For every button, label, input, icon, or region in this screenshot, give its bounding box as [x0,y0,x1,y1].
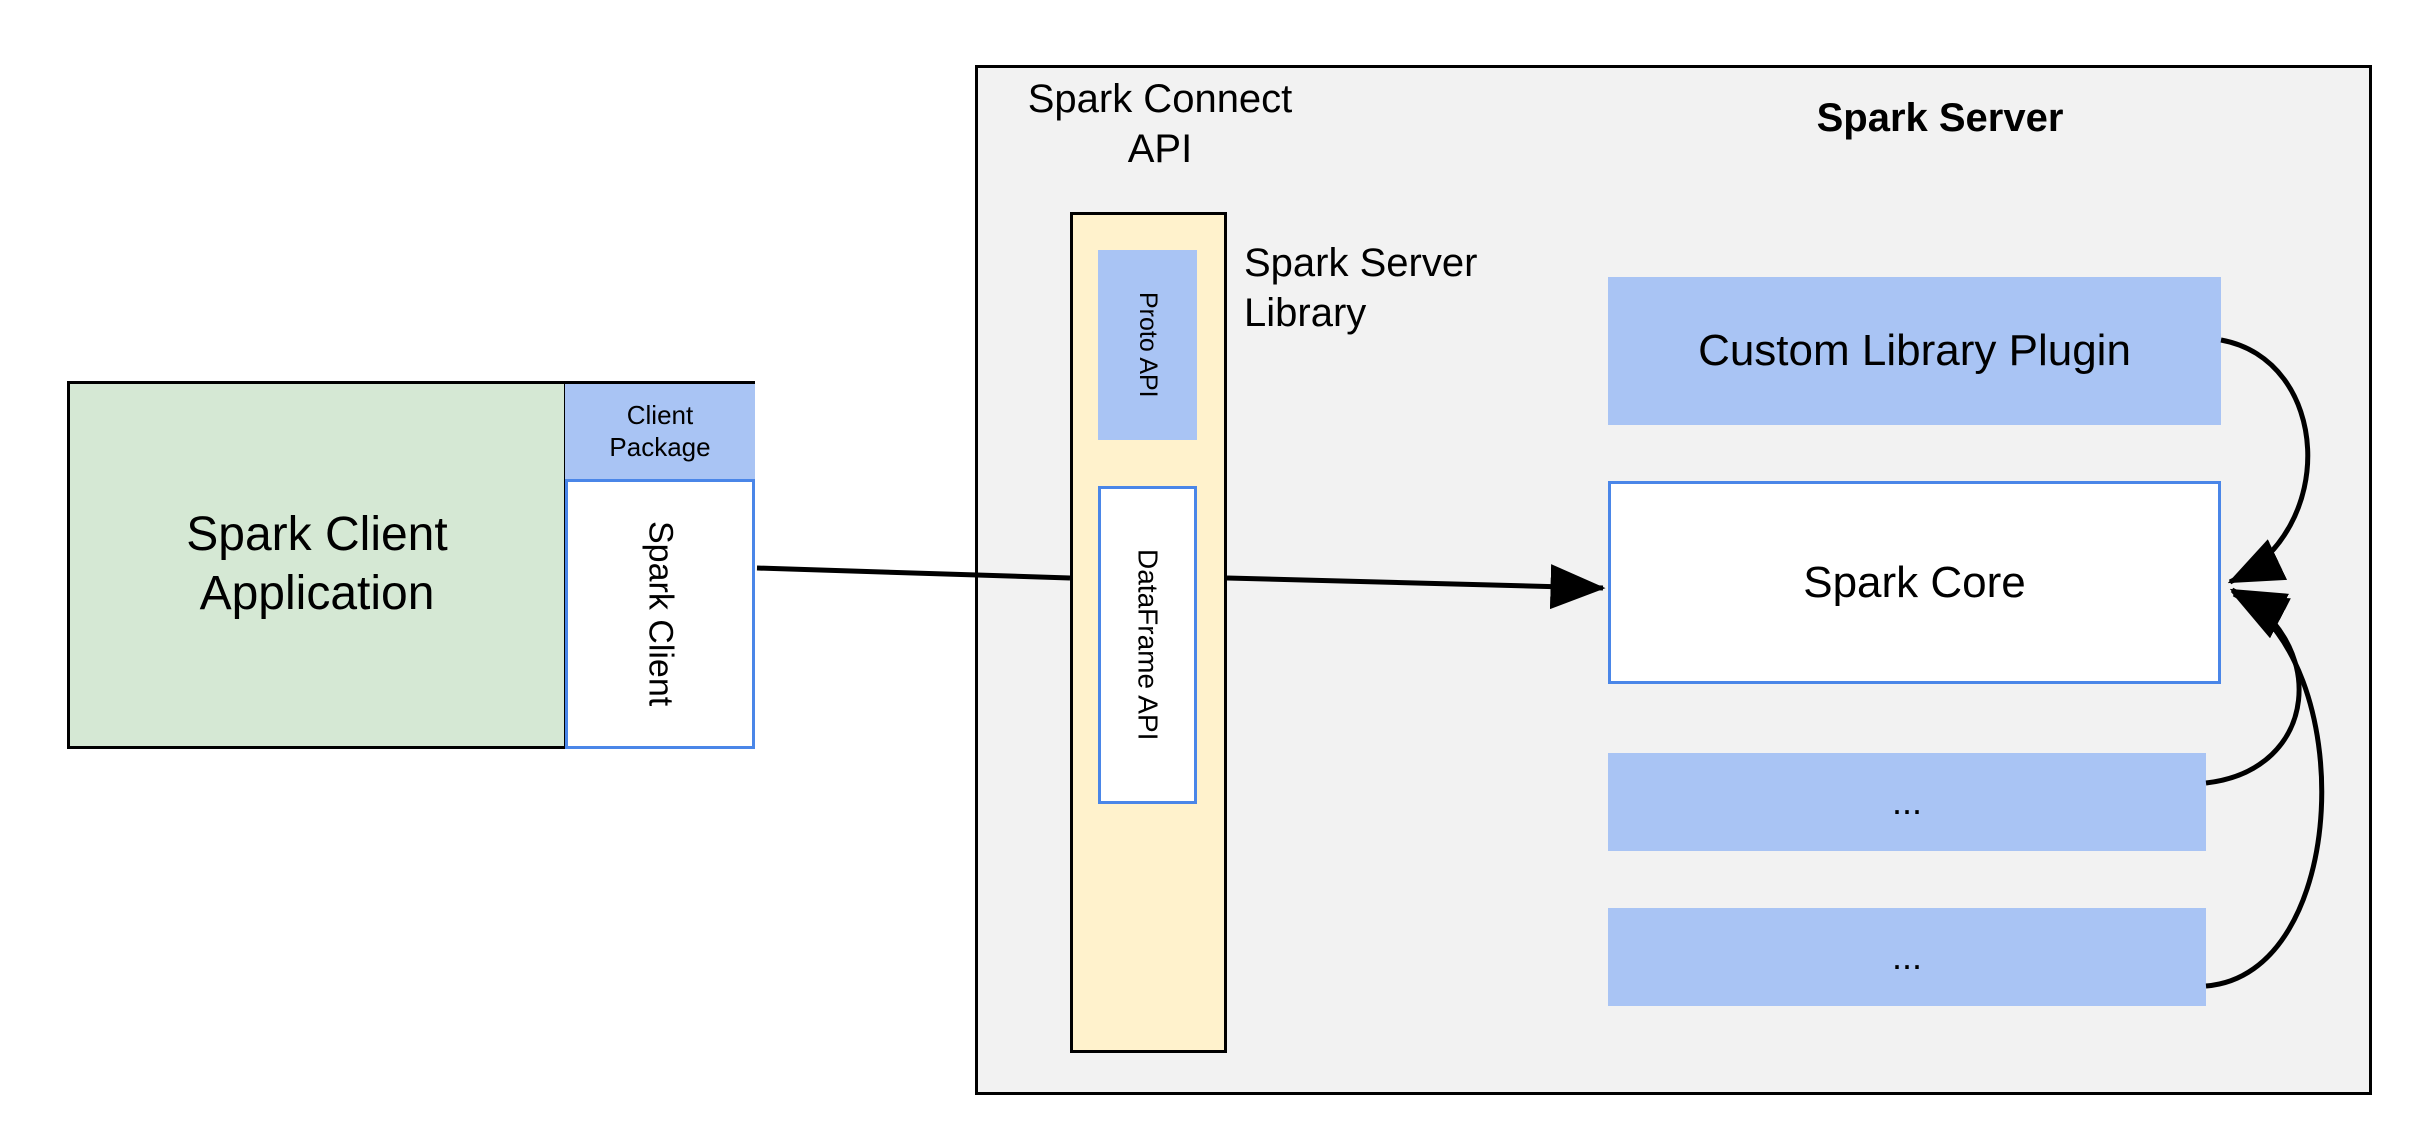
spark-client-label: Spark Client [641,521,680,707]
client-package-line2: Package [609,431,711,462]
spark-server-library-label: Spark Server Library [1244,238,1544,348]
spark-connect-api-label-line2: API [1127,127,1193,171]
ellipsis-box-1: ... [1608,753,2206,851]
custom-library-plugin-box: Custom Library Plugin [1608,277,2221,425]
client-package-box: Client Package [565,381,755,479]
proto-api-label: Proto API [1134,292,1162,398]
spark-connect-api-label-line1: Spark Connect [1027,77,1293,121]
spark-server-library-label-line1: Spark Server [1244,241,1478,285]
ellipsis-box-2: ... [1608,908,2206,1006]
spark-client-application-box: Spark Client Application [67,381,567,749]
spark-client-application-line1: Spark Client [186,508,448,562]
spark-client-application-line2: Application [199,567,435,620]
dataframe-api-label: DataFrame API [1132,549,1164,741]
proto-api-box: Proto API [1098,250,1197,440]
spark-server-title: Spark Server [1816,95,2064,140]
spark-connect-api-label: Spark Connect API [990,66,1330,176]
client-package-line1: Client [626,399,694,430]
spark-server-library-label-line2: Library [1244,291,1367,335]
spark-core-box: Spark Core [1608,481,2221,684]
dataframe-api-box: DataFrame API [1098,486,1197,804]
spark-client-box: Spark Client [565,479,755,749]
